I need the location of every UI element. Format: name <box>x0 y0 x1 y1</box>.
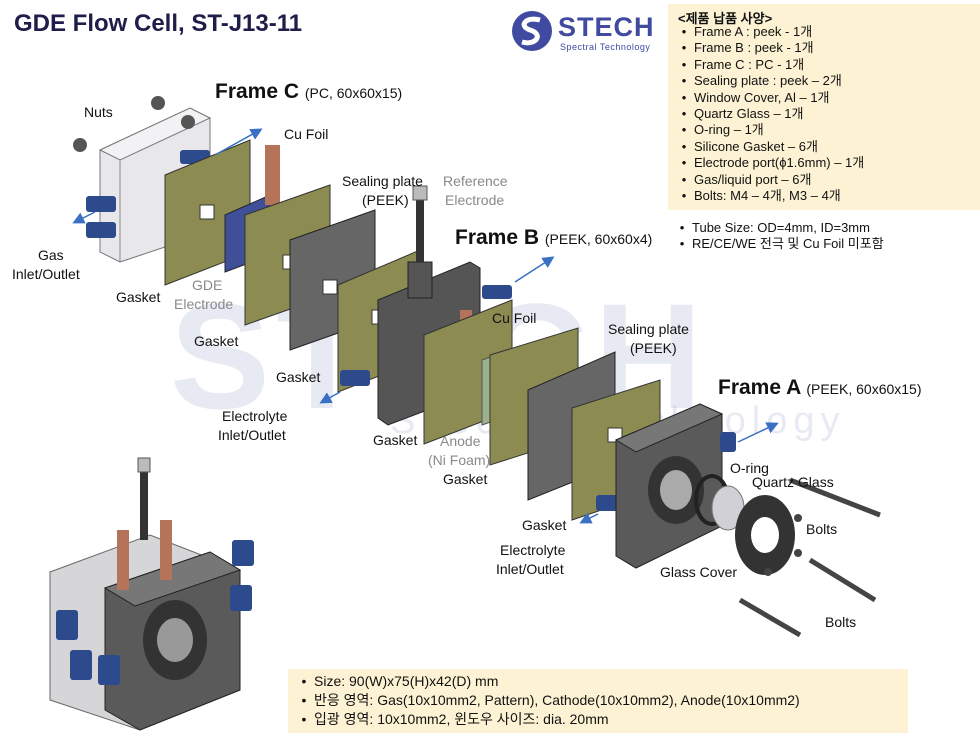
bolt-icon <box>738 477 881 638</box>
label-gde-electrode: Electrode <box>174 296 234 312</box>
spec-item: Gas/liquid port – 6개 <box>674 172 864 188</box>
spec-item: Window Cover, Al – 1개 <box>674 90 864 106</box>
stech-logo-icon <box>512 11 552 51</box>
label-glass-cover: Glass Cover <box>660 564 738 580</box>
label-bolts: Bolts <box>806 521 838 537</box>
frame-a-name: Frame A <box>718 376 801 399</box>
spec-item: Sealing plate : peek – 2개 <box>674 73 864 89</box>
delivery-spec-box: <제품 납품 사양> Frame A : peek - 1개 Frame B :… <box>668 4 980 210</box>
label-gasket: Gasket <box>443 471 488 487</box>
frame-a-spec: (PEEK, 60x60x15) <box>806 381 922 397</box>
label-electrolyte-inlet: Inlet/Outlet <box>218 427 286 443</box>
logo-tagline: Spectral Technology <box>560 42 651 52</box>
frame-c-label: Frame C (PC, 60x60x15) <box>215 80 402 104</box>
spec-item: Frame B : peek - 1개 <box>674 40 864 56</box>
spec-item: Silicone Gasket – 6개 <box>674 139 864 155</box>
label-electrolyte: Electrolyte <box>222 408 288 424</box>
size-spec-list: Size: 90(W)x75(H)x42(D) mm 반응 영역: Gas(10… <box>294 672 800 729</box>
spec-item: Frame C : PC - 1개 <box>674 57 864 73</box>
frame-a-part <box>614 403 795 575</box>
label-bolts: Bolts <box>825 614 857 630</box>
label-anode: Anode <box>440 433 481 449</box>
extra-spec-list: Tube Size: OD=4mm, ID=3mm RE/CE/WE 전극 및 … <box>672 220 884 252</box>
spec-item: Electrode port(ϕ1.6mm) – 1개 <box>674 155 864 171</box>
assembled-cell <box>49 457 254 731</box>
size-spec-item: 반응 영역: Gas(10x10mm2, Pattern), Cathode(1… <box>294 691 800 710</box>
label-o-ring: O-ring <box>730 460 769 476</box>
label-cu-foil: Cu Foil <box>492 310 537 326</box>
spec-item: Frame A : peek - 1개 <box>674 24 864 40</box>
plate-stack <box>164 139 661 521</box>
label-gasket: Gasket <box>373 432 418 448</box>
label-reference: Reference <box>443 173 508 189</box>
label-gde: GDE <box>192 277 223 293</box>
frame-a-label: Frame A (PEEK, 60x60x15) <box>718 376 922 400</box>
label-gas: Gas <box>38 247 64 263</box>
label-anode-ni-foam: (Ni Foam) <box>428 452 491 468</box>
label-gasket: Gasket <box>276 369 321 385</box>
label-electrolyte-inlet: Inlet/Outlet <box>496 561 564 577</box>
label-nuts: Nuts <box>84 104 113 120</box>
label-reference-electrode: Electrode <box>445 192 505 208</box>
label-quartz-glass: Quartz Glass <box>752 474 834 490</box>
label-gasket: Gasket <box>116 289 161 305</box>
spec-list: Frame A : peek - 1개 Frame B : peek - 1개 … <box>674 24 864 204</box>
frame-b-label: Frame B (PEEK, 60x60x4) <box>455 226 652 250</box>
size-spec-item: Size: 90(W)x75(H)x42(D) mm <box>294 672 800 691</box>
label-sealing-plate: Sealing plate <box>608 321 689 337</box>
spec-item: O-ring – 1개 <box>674 122 864 138</box>
spec-item: Bolts: M4 – 4개, M3 – 4개 <box>674 188 864 204</box>
size-spec-box: Size: 90(W)x75(H)x42(D) mm 반응 영역: Gas(10… <box>288 669 908 733</box>
nut-icon <box>181 115 195 129</box>
frame-b-spec: (PEEK, 60x60x4) <box>544 231 653 247</box>
logo-name: STECH <box>558 12 655 42</box>
frame-c-name: Frame C <box>215 80 300 103</box>
size-spec-item: 입광 영역: 10x10mm2, 윈도우 사이즈: dia. 20mm <box>294 710 800 729</box>
page-title: GDE Flow Cell, ST-J13-11 <box>14 10 303 37</box>
label-gas-inlet: Inlet/Outlet <box>12 266 80 282</box>
label-electrolyte: Electrolyte <box>500 542 566 558</box>
spec-heading: <제품 납품 사양> <box>678 11 773 26</box>
nut-icon <box>73 138 87 152</box>
label-sealing-peek: (PEEK) <box>630 340 677 356</box>
label-sealing-peek: (PEEK) <box>362 192 409 208</box>
label-cu-foil: Cu Foil <box>284 126 329 142</box>
label-gasket: Gasket <box>194 333 239 349</box>
extra-spec-item: Tube Size: OD=4mm, ID=3mm <box>672 220 884 236</box>
label-gasket: Gasket <box>522 517 567 533</box>
extra-spec-item: RE/CE/WE 전극 및 Cu Foil 미포함 <box>672 236 884 252</box>
spec-item: Quartz Glass – 1개 <box>674 106 864 122</box>
frame-c-spec: (PC, 60x60x15) <box>304 85 403 101</box>
flow-arrow-icon <box>72 128 779 524</box>
frame-b-name: Frame B <box>455 226 540 249</box>
nut-icon <box>151 96 165 110</box>
label-sealing-plate: Sealing plate <box>342 173 423 189</box>
